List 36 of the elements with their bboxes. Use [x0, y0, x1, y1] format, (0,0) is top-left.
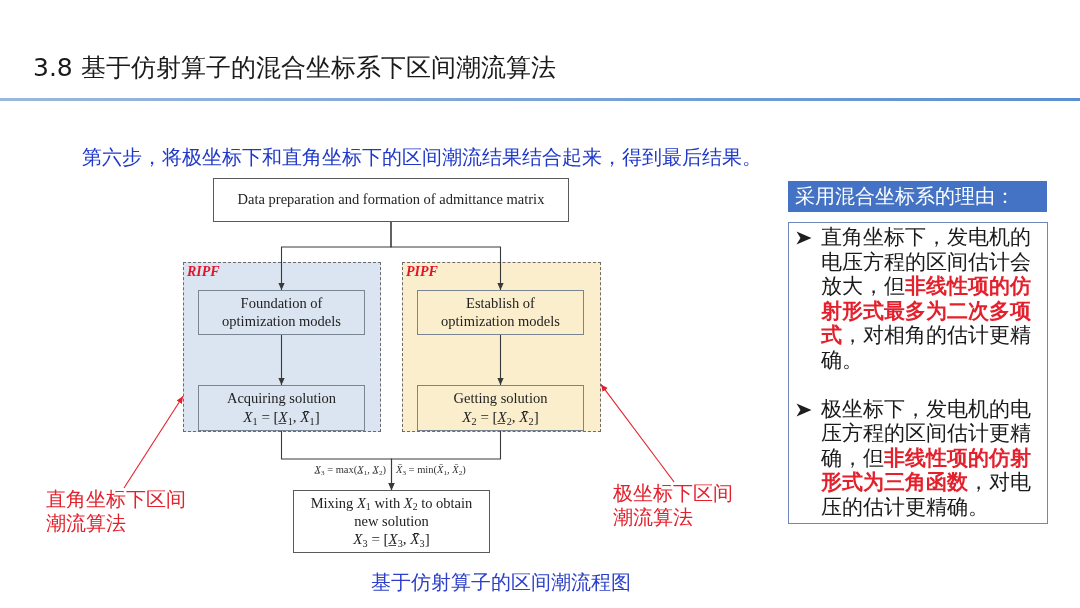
text-panel: [788, 222, 1048, 524]
dashed-region: [402, 262, 601, 432]
region-title: PIPF: [406, 264, 438, 279]
bullet-text: 直角坐标下，发电机的电压方程的区间估计会放大，但非线性项的仿射形式最多为二次多项式，对相角的估计更精确。: [821, 225, 1032, 372]
panel-header: 采用混合坐标系的理由：: [788, 181, 1047, 212]
arrow: [390, 221, 504, 291]
formula-text: X$_{2}$ = [X̲$_{2}$, X̄$_{2}$]: [462, 407, 539, 426]
formula-label: X̄$_{3}$ = min(X̄$_{1}$, X̄$_{2}$): [396, 463, 466, 477]
arrow: [388, 430, 502, 491]
leader-arrow: [123, 395, 184, 489]
formula-text: X$_{1}$ = [X̲$_{1}$, X̄$_{1}$]: [243, 407, 320, 426]
arrow: [278, 334, 285, 386]
figure-caption: 基于仿射算子的区间潮流程图: [371, 570, 631, 594]
step-text: Data preparation and formation of admittance matrix: [237, 191, 545, 209]
step-text: Acquiring solution: [226, 390, 337, 408]
formula-label: X̲$_{3}$ = max(X̲$_{1}$, X̲$_{2}$): [314, 463, 386, 477]
region-title: RIPF: [187, 264, 220, 279]
leader-arrow: [600, 383, 675, 483]
arrow: [497, 334, 504, 386]
process-box: [198, 290, 365, 335]
process-box: [417, 385, 584, 431]
annotation-text: 极坐标下区间潮流算法: [613, 482, 743, 529]
dashed-region: [183, 262, 381, 432]
step-text: Foundation of optimization models: [221, 295, 342, 330]
process-box: [293, 490, 490, 553]
step-text: Establish of optimization models: [440, 295, 561, 330]
formula-text: X$_{3}$ = [X̲$_{3}$, X̄$_{3}$]: [353, 530, 430, 548]
bullet-text: 极坐标下，发电机的电压方程的区间估计更精确，但非线性项的仿射形式为三角函数，对电压的估计更精确。: [821, 396, 1032, 519]
step-note: 第六步，将极坐标下和直角坐标下的区间潮流结果结合起来，得到最后结果。: [82, 145, 762, 169]
process-box: [198, 385, 365, 431]
step-text: Mixing X$_{1}$ with X$_{2}$ to obtain new solution: [309, 495, 474, 530]
slide-title: 3.8 基于仿射算子的混合坐标系下区间潮流算法: [33, 52, 556, 84]
process-box: [213, 178, 569, 222]
step-text: Getting solution: [453, 390, 548, 408]
annotation-text: 直角坐标下区间潮流算法: [46, 488, 196, 535]
process-box: [417, 290, 584, 335]
